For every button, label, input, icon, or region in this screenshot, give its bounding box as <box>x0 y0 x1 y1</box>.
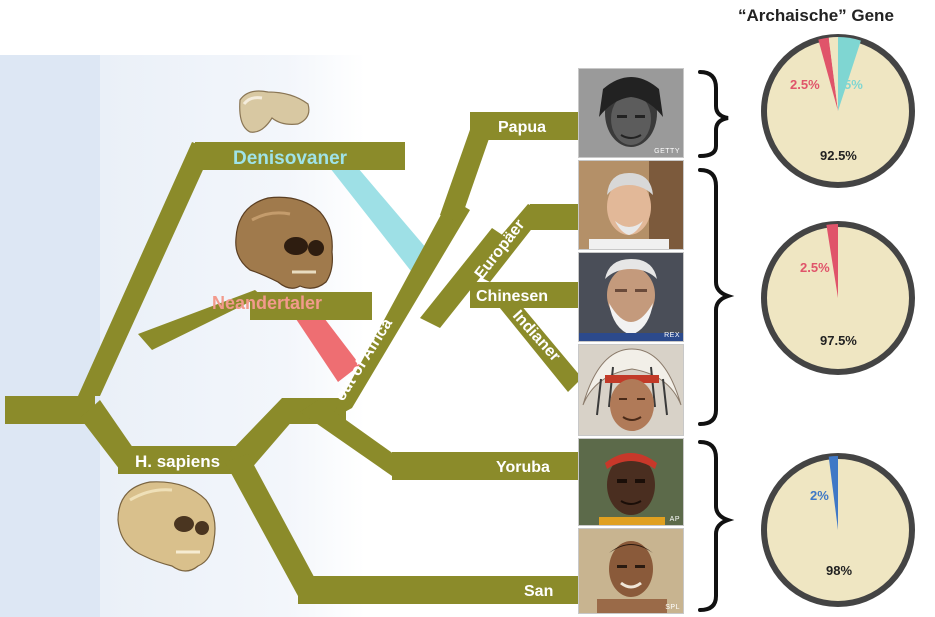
chinese-branch <box>470 282 580 308</box>
san-connector <box>225 454 320 596</box>
label-chinese: Chinesen <box>476 288 548 305</box>
neanderthal-connector <box>138 290 262 350</box>
portrait-san-illustration <box>579 529 683 613</box>
portrait-indian-illustration <box>579 345 683 435</box>
photo-yoruba: AP <box>578 438 684 526</box>
neanderthal-branch <box>250 292 372 320</box>
background-panel-left <box>0 55 100 617</box>
portrait-yoruba-illustration <box>579 439 683 525</box>
san-branch <box>298 576 580 604</box>
papua-branch <box>470 112 580 140</box>
photo-credit-papua: GETTY <box>654 148 680 155</box>
pie-africa-label-main: 98% <box>826 563 852 578</box>
brace-africa <box>698 440 735 612</box>
photo-credit-yoruba: AP <box>669 516 680 523</box>
papua-connector <box>440 124 492 222</box>
out-of-africa-branch <box>330 198 470 420</box>
denisovan-gene-flow <box>330 168 438 280</box>
pie-papua-slice-main <box>828 37 838 111</box>
brace-eurasia <box>698 168 735 426</box>
pie-papua-slice-archaic-cyan <box>838 36 861 111</box>
neanderthal-skull-illustration <box>235 196 333 289</box>
label-indians: Indianer <box>509 307 563 365</box>
photo-europe <box>578 160 684 250</box>
pie-eurasia-label-main: 97.5% <box>820 333 857 348</box>
pie-eurasia: 2.5% 97.5% <box>761 221 915 375</box>
pie-papua-label-main: 92.5% <box>820 148 857 163</box>
portrait-chinese-illustration <box>579 253 683 341</box>
pie-papua-slice-archaic-red <box>818 37 838 111</box>
photo-indian <box>578 344 684 436</box>
pie-papua-label-cyan: 5% <box>844 77 863 92</box>
label-neanderthals: Neandertaler <box>212 293 322 313</box>
photo-chinese: REX <box>578 252 684 342</box>
pie-africa-slice-archaic-blue <box>828 456 838 530</box>
sapiens-skull-illustration <box>117 481 216 572</box>
label-papua: Papua <box>498 119 546 136</box>
yoruba-connector <box>300 400 405 476</box>
denisovan-tooth-illustration <box>239 90 310 133</box>
label-san: San <box>524 583 553 600</box>
label-denisovans: Denisovaner <box>233 148 348 169</box>
europe-branch-end <box>530 204 580 230</box>
neanderthal-gene-flow <box>290 310 360 382</box>
photo-credit-san: SPL <box>665 604 680 611</box>
photo-papua: GETTY <box>578 68 684 158</box>
pie-eurasia-slice-archaic-red <box>826 223 838 298</box>
portrait-papua-illustration <box>579 69 683 157</box>
portrait-europe-illustration <box>579 161 683 249</box>
yoruba-branch <box>392 452 580 480</box>
chart-title: “Archaische” Gene <box>738 6 894 25</box>
europe-branch <box>470 204 545 282</box>
archaic-branch <box>78 142 212 396</box>
brace-papua <box>698 70 729 158</box>
pie-africa-label-blue: 2% <box>810 488 829 503</box>
pie-africa: 2% 98% <box>761 453 915 607</box>
photo-credit-chinese: REX <box>664 332 680 339</box>
denisovan-branch <box>195 142 405 170</box>
pie-papua-label-red: 2.5% <box>790 77 820 92</box>
label-yoruba: Yoruba <box>496 459 550 476</box>
photo-san: SPL <box>578 528 684 614</box>
indian-branch <box>495 292 582 392</box>
root-branch <box>5 396 95 424</box>
label-sapiens: H. sapiens <box>135 452 220 471</box>
sapiens-stem <box>118 446 248 474</box>
pie-eurasia-label-red: 2.5% <box>800 260 830 275</box>
pie-papua: 2.5% 5% 92.5% <box>761 34 915 188</box>
braces <box>698 70 735 612</box>
